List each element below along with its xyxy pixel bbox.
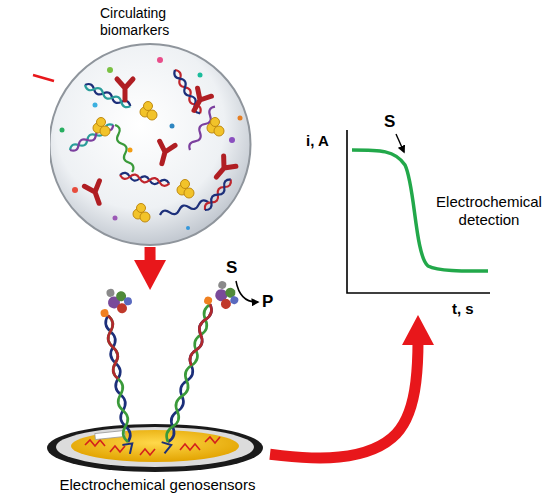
- electrode-ring: [47, 424, 263, 472]
- monolayer: [140, 449, 155, 455]
- molecule-dot: [128, 148, 133, 153]
- genosensor-electrode: Electrochemical genosensors: [45, 290, 270, 498]
- protein: [181, 180, 190, 189]
- signal-strand: [105, 315, 122, 379]
- dna-strand: [69, 122, 115, 152]
- dna-strand: [84, 82, 132, 109]
- probe-strand: [105, 315, 132, 443]
- enzyme: [224, 286, 236, 298]
- axis-label: t, s: [452, 300, 474, 318]
- dna-strand: [69, 122, 115, 152]
- detection-chart: Electrochemical detection: [300, 115, 550, 315]
- dna-strand: [172, 69, 202, 115]
- protein: [214, 126, 224, 136]
- monolayer: [85, 440, 105, 446]
- dna-strand: [84, 82, 132, 109]
- protein: [184, 188, 194, 198]
- protein: [207, 123, 217, 133]
- enzyme: [214, 288, 229, 303]
- protein: [177, 185, 187, 195]
- target-strand: [165, 303, 214, 443]
- antibody: [154, 141, 175, 165]
- reaction-arrow: [236, 281, 258, 302]
- flow-arrow: [145, 247, 156, 272]
- enzyme: [217, 280, 227, 290]
- protein: [140, 107, 150, 117]
- monolayer: [180, 444, 200, 450]
- bubble-circle: [50, 44, 251, 245]
- pointer-line: [33, 75, 54, 81]
- axis-label: i, A: [306, 132, 329, 150]
- molecule-dot: [93, 103, 98, 108]
- protein: [140, 212, 150, 222]
- molecule-dot: [198, 73, 203, 78]
- linker: [122, 443, 133, 454]
- flow-arrow: [270, 333, 418, 458]
- current-curve: [352, 150, 488, 271]
- dna-strand: [203, 177, 233, 211]
- protein: [100, 126, 110, 136]
- tag-ball: [203, 296, 213, 306]
- symbol-label: P: [262, 292, 273, 312]
- protein: [144, 102, 153, 111]
- molecule-dot: [170, 124, 175, 129]
- protein: [147, 110, 157, 120]
- rna-strand: [112, 124, 135, 173]
- antibody: [84, 181, 106, 206]
- enzyme: [229, 295, 239, 305]
- gold-electrode: [71, 430, 239, 462]
- enzyme: [106, 288, 115, 297]
- enzyme: [107, 296, 121, 310]
- molecule-dot: [113, 216, 118, 221]
- dna-strand: [172, 69, 202, 115]
- monolayer: [205, 437, 220, 443]
- substrate-arrow: [396, 134, 404, 152]
- molecule-dot: [72, 187, 78, 193]
- molecule-dot: [229, 137, 235, 143]
- molecule-dot: [238, 116, 243, 121]
- protein: [137, 204, 146, 213]
- target-strand: [105, 315, 132, 443]
- antibody: [187, 88, 211, 114]
- molecule-dot: [186, 226, 190, 230]
- node-heading: Circulating biomarkers: [100, 5, 182, 39]
- molecule-dot: [60, 128, 65, 133]
- molecule-dot: [107, 67, 113, 73]
- signal-strand: [188, 303, 213, 366]
- dna-strand: [119, 172, 169, 187]
- sample-bubble: Circulating biomarkers: [50, 0, 255, 247]
- protein: [97, 118, 106, 127]
- probe-strand: [165, 303, 214, 443]
- protein: [133, 209, 143, 219]
- enzyme: [116, 303, 127, 314]
- node-heading: Electrochemical detection: [430, 193, 548, 229]
- symbol-label: S: [384, 112, 395, 132]
- antibody: [117, 79, 133, 100]
- electrode-insulator: [56, 427, 254, 467]
- enzyme: [123, 297, 132, 306]
- rna-strand: [159, 199, 209, 218]
- tag-ball: [100, 309, 109, 318]
- electrode-contact: [95, 430, 125, 439]
- enzyme: [220, 298, 232, 310]
- dna-strand: [203, 177, 233, 211]
- chart-axes: [347, 130, 490, 293]
- linker: [159, 442, 171, 454]
- enzyme: [115, 291, 126, 302]
- protein: [93, 123, 103, 133]
- rna-strand: [187, 105, 217, 151]
- molecule-dot: [157, 57, 163, 63]
- dna-strand: [119, 172, 169, 187]
- antibody: [210, 156, 236, 182]
- node-heading: Electrochemical genosensors: [45, 476, 270, 494]
- protein: [211, 118, 220, 127]
- symbol-label: S: [226, 258, 237, 278]
- monolayer: [110, 446, 125, 452]
